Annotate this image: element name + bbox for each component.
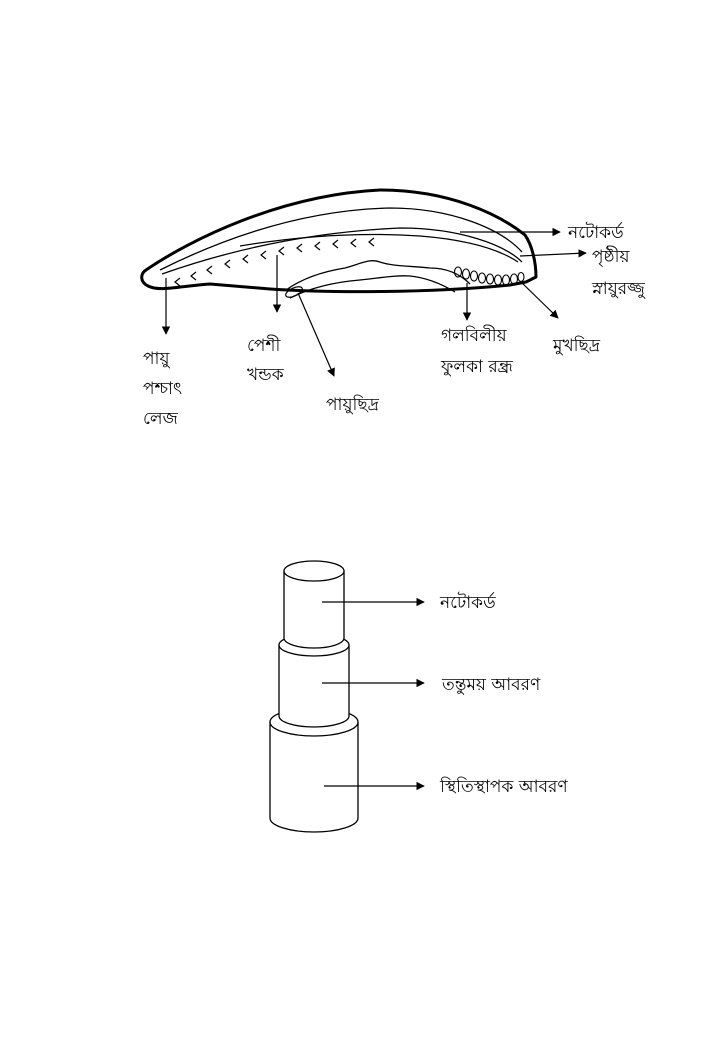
label-anus: পায়ুছিদ্র: [326, 394, 380, 415]
label-dorsal-nerve-1: পৃষ্ঠীয়: [592, 246, 630, 267]
gill-slits: [453, 266, 525, 286]
notochord-layers-diagram: [269, 560, 359, 833]
arrow-mouth: [519, 280, 559, 319]
label-anal-tail-1: পায়ু: [143, 349, 170, 369]
label-mouth: মুখছিদ্র: [552, 335, 601, 356]
anus-opening: [285, 286, 303, 298]
label-anal-tail-2: পশ্চাৎ: [143, 379, 182, 399]
cylinder-elastic-sheath: [269, 722, 359, 833]
label-dorsal-nerve-2: স্নায়ুরজ্জু: [591, 279, 646, 299]
label-layer-elastic: স্থিতিস্থাপক আবরণ: [439, 776, 568, 797]
notochord-layers-arrows: নটোকর্ড তন্তুময় আবরণ স্থিতিস্থাপক আবরণ: [322, 592, 568, 797]
nerve-cord-line: [239, 233, 519, 263]
label-myotome-1: পেশী: [247, 335, 281, 356]
label-anal-tail-3: লেজ: [143, 409, 179, 429]
label-gill-slits-1: গলবিলীয়: [441, 325, 508, 346]
label-layer-fibrous: তন্তুময় আবরণ: [441, 675, 541, 695]
label-myotome-2: খন্ডক: [247, 365, 285, 385]
notochord-line-upper: [159, 207, 523, 271]
label-notochord: নটোকর্ড: [567, 222, 624, 243]
cylinder-notochord-top: [283, 560, 345, 582]
gut-tube: [285, 260, 471, 299]
cylinder-fibrous-sheath: [278, 645, 350, 728]
arrow-anus: [297, 292, 335, 377]
label-gill-slits-2: ফুলকা রন্ধ্র: [440, 357, 514, 377]
label-layer-notochord: নটোকর্ড: [439, 592, 496, 613]
notochord-line-lower: [161, 227, 523, 275]
myotome-chevrons: [174, 237, 375, 287]
amphioxus-body-outline: [140, 188, 538, 294]
amphioxus-diagram: নটোকর্ড পৃষ্ঠীয় স্নায়ুরজ্জু পায়ু পশ্চ…: [140, 188, 646, 429]
arrow-nerve-cord: [519, 249, 587, 258]
cylinder-notochord: [283, 571, 345, 649]
